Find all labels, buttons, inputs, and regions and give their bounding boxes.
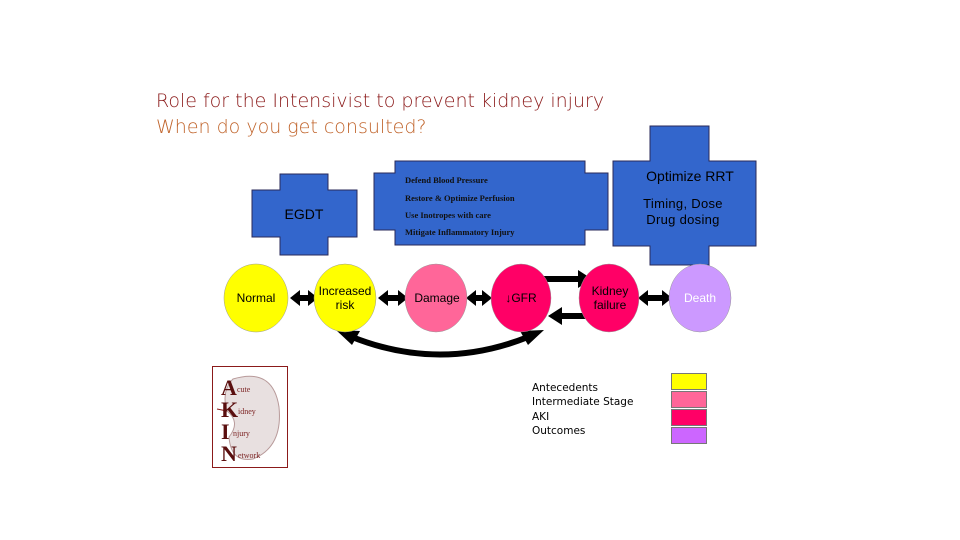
legend-swatch-antecedents <box>671 373 707 390</box>
rrt-detail-line2: Drug dosing <box>646 212 720 227</box>
stage-risk-circle <box>313 263 377 333</box>
stage-gfr-circle <box>490 263 552 333</box>
akin-letter-a: A <box>221 375 237 400</box>
stage-death-label: Death <box>683 291 717 305</box>
legend-swatch-aki <box>671 409 707 426</box>
stage-normal-label: Normal <box>236 291 276 305</box>
stage-gfr-label: ↓GFR <box>505 291 537 305</box>
intervention-item: Restore & Optimize Perfusion <box>405 193 515 203</box>
stage-damage-label: Damage <box>414 291 460 305</box>
rrt-title: Optimize RRT <box>646 168 734 184</box>
rrt-detail-line1: Timing, Dose <box>643 196 723 211</box>
curved-arrow-left-head <box>336 330 360 345</box>
stage-death-circle <box>668 263 732 333</box>
legend-label-outcomes: Outcomes <box>532 425 586 437</box>
egdt-callout-shape <box>251 173 358 256</box>
intervention-item: Use Inotropes with care <box>405 210 491 220</box>
akin-word-etwork: etwork <box>238 451 261 460</box>
stage-risk-label-line2: risk <box>335 298 355 312</box>
akin-word-cute: cute <box>237 385 251 394</box>
kidney-graphic <box>216 375 280 461</box>
akin-logo: A cute K idney I njury N etwork <box>212 366 288 468</box>
arrow-failure-death <box>638 290 672 306</box>
intervention-item: Defend Blood Pressure <box>405 175 488 185</box>
legend-label-intermediate: Intermediate Stage <box>532 396 634 408</box>
interventions-callout-shape <box>373 160 609 246</box>
legend-label-antecedents: Antecedents <box>532 382 599 394</box>
rrt-callout-shape <box>612 125 757 266</box>
arrow-damage-gfr <box>466 290 492 306</box>
stage-damage-circle <box>404 263 468 333</box>
stage-failure-circle <box>578 263 640 333</box>
legend-label-aki: AKI <box>532 411 550 423</box>
stage-risk-label-line1: Increased <box>318 284 372 298</box>
intervention-item: Mitigate Inflammatory Injury <box>405 227 515 237</box>
stage-failure-label-line2: failure <box>593 298 627 312</box>
akin-letter-n: N <box>221 441 237 466</box>
legend-swatch-outcomes <box>671 427 707 444</box>
akin-word-idney: idney <box>238 407 256 416</box>
slide-title-line2: When do you get consulted? <box>156 116 427 138</box>
slide-title-line1: Role for the Intensivist to prevent kidn… <box>156 90 605 112</box>
stage-failure-label-line1: Kidney <box>591 284 629 298</box>
akin-word-njury: njury <box>233 429 250 438</box>
stage-normal-circle <box>223 263 289 333</box>
arrow-gfr-to-failure <box>544 270 592 288</box>
arrow-failure-to-gfr <box>548 307 590 325</box>
arrow-normal-risk <box>290 290 318 306</box>
akin-letter-k: K <box>221 397 239 422</box>
legend-swatch-intermediate <box>671 391 707 408</box>
recovery-curved-arrow <box>350 334 530 358</box>
arrow-risk-damage <box>378 290 408 306</box>
curved-arrow-right-head <box>520 330 544 345</box>
akin-letter-i: I <box>221 419 230 444</box>
egdt-label: EGDT <box>284 206 324 222</box>
